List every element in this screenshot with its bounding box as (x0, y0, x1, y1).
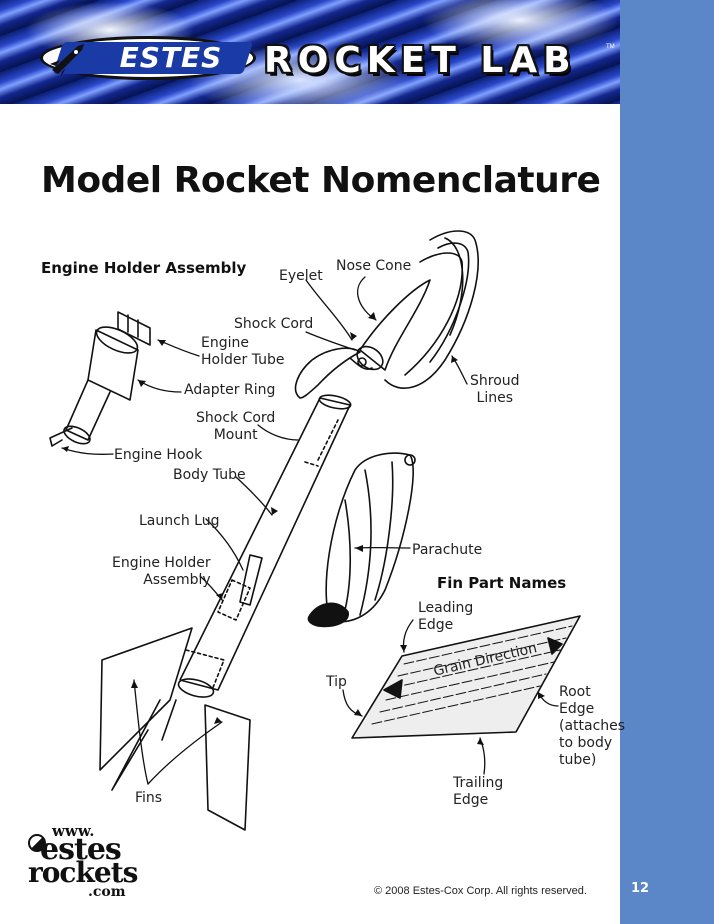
label-shroud-lines: Shroud Lines (470, 373, 520, 407)
label-line: Edge (559, 701, 595, 717)
section-engine-holder-assembly: Engine Holder Assembly (41, 259, 247, 277)
label-line: Mount (213, 427, 258, 443)
label-launch-lug: Launch Lug (139, 513, 220, 529)
label-body-tube: Body Tube (173, 467, 246, 483)
label-leading-edge: Leading Edge (418, 600, 473, 634)
label-parachute: Parachute (412, 542, 483, 558)
rocket-lab-title: ROCKET LAB (264, 40, 577, 81)
label-line: Assembly (143, 572, 211, 588)
label-shock-cord: Shock Cord (234, 316, 314, 332)
label-fins: Fins (135, 790, 163, 806)
label-line: Shock Cord (196, 410, 276, 426)
shock-cord-drawing (294, 347, 361, 399)
fin-parts-drawing (351, 615, 581, 739)
label-root-edge: Root Edge (attaches to body tube) (559, 684, 625, 769)
label-adapter-ring: Adapter Ring (184, 382, 276, 398)
estes-logo-text: ESTES (119, 41, 223, 74)
nose-cone-drawing (356, 279, 431, 371)
label-line: Edge (418, 617, 454, 633)
label-engine-hook: Engine Hook (114, 447, 203, 463)
label-shock-cord-mount: Shock Cord Mount (196, 410, 275, 444)
engine-holder-drawing (49, 311, 151, 447)
leader-lines (61, 276, 559, 785)
rocket-diagram (49, 230, 581, 831)
parachute-drawing (307, 230, 479, 628)
label-line: Root (559, 684, 591, 700)
label-line: Edge (453, 792, 489, 808)
header-banner: ESTES ROCKET LAB TM (0, 0, 620, 104)
page-title: Model Rocket Nomenclature (41, 160, 601, 201)
label-line: Leading (418, 600, 474, 616)
label-line: Shroud (470, 373, 520, 389)
sidebar-band (620, 0, 714, 924)
globe-icon (28, 834, 46, 852)
label-engine-holder-tube: Engine Holder Tube (201, 335, 285, 369)
fins-drawing (99, 627, 251, 831)
label-line: Lines (476, 390, 514, 406)
label-line: Engine Holder (112, 555, 211, 571)
label-tip: Tip (326, 674, 347, 690)
site-logo-com: .com (88, 884, 126, 900)
label-eyelet: Eyelet (279, 268, 323, 284)
label-trailing-edge: Trailing Edge (453, 775, 503, 809)
section-fin-part-names: Fin Part Names (437, 574, 567, 592)
label-line: Engine (201, 335, 249, 351)
label-line: Trailing (453, 775, 504, 791)
label-line: Holder Tube (201, 352, 285, 368)
label-line: tube) (559, 752, 597, 768)
label-line: (attaches (559, 718, 626, 734)
label-engine-holder-assembly: Engine Holder Assembly (112, 555, 211, 589)
rocket-icon (50, 44, 84, 76)
label-line: to body (559, 735, 613, 751)
trademark-mark: TM (606, 44, 615, 50)
label-nose-cone: Nose Cone (336, 258, 412, 274)
site-logo-rockets: rockets (28, 856, 138, 889)
body-tube-drawing (161, 394, 352, 741)
site-logo-www: www. (52, 822, 95, 840)
copyright-notice: © 2008 Estes-Cox Corp. All rights reserv… (374, 885, 587, 897)
site-logo-estes: estes (40, 832, 122, 867)
page-number: 12 (631, 881, 650, 896)
